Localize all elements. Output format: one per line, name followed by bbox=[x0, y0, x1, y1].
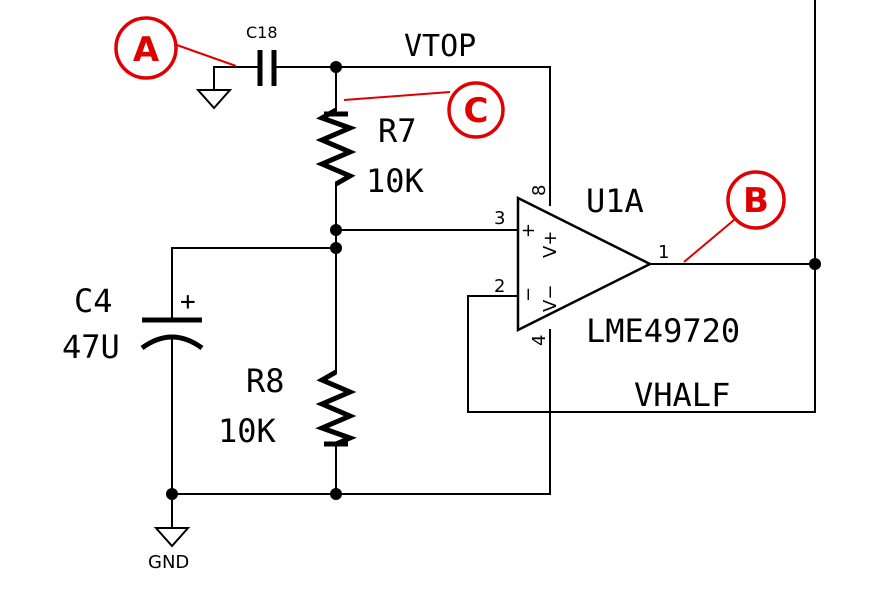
vhalf-label: VHALF bbox=[634, 376, 730, 414]
u1a-part-label: LME49720 bbox=[586, 312, 740, 350]
r7-ref-label: R7 bbox=[378, 112, 417, 150]
junction-gnd-mid bbox=[330, 488, 342, 500]
c18-label: C18 bbox=[246, 23, 278, 42]
u1a-ref-label: U1A bbox=[586, 182, 644, 220]
r7-resistor bbox=[315, 107, 357, 187]
r8-resistor bbox=[315, 369, 357, 447]
junction-output bbox=[809, 258, 821, 270]
marker-a-circle bbox=[114, 16, 178, 80]
r8-ref-label: R8 bbox=[246, 362, 285, 400]
opamp-triangle bbox=[516, 195, 653, 333]
marker-a-label: A bbox=[133, 30, 160, 70]
pin3-number: 3 bbox=[494, 208, 505, 229]
in-minus-symbol: − bbox=[518, 287, 539, 302]
junction-pin3 bbox=[330, 224, 342, 236]
marker-c-leader bbox=[343, 91, 451, 101]
ground-symbol-bottom bbox=[153, 527, 191, 548]
c4-value-label: 47U bbox=[62, 328, 120, 366]
marker-a-leader bbox=[173, 43, 237, 67]
marker-b-label: B bbox=[743, 181, 769, 221]
vneg-name: V− bbox=[540, 285, 561, 312]
vtop-label: VTOP bbox=[404, 29, 476, 64]
pin4-number: 4 bbox=[529, 335, 550, 346]
c4-plate-curved bbox=[140, 334, 204, 351]
marker-c-circle bbox=[447, 81, 505, 139]
pin8-number: 8 bbox=[529, 185, 550, 196]
junction-vtop bbox=[330, 61, 342, 73]
in-plus-symbol: + bbox=[518, 223, 539, 238]
marker-b-circle bbox=[726, 170, 786, 230]
marker-b-leader bbox=[683, 219, 735, 263]
marker-c-label: C bbox=[464, 91, 489, 131]
junction-gnd-left bbox=[166, 488, 178, 500]
c4-polarity-label: + bbox=[180, 287, 196, 317]
c4-ref-label: C4 bbox=[74, 282, 113, 320]
junction-c4 bbox=[330, 242, 342, 254]
pin1-number: 1 bbox=[658, 242, 669, 263]
vpos-name: V+ bbox=[540, 231, 561, 258]
r7-value-label: 10K bbox=[366, 162, 425, 200]
ground-symbol-top bbox=[195, 89, 233, 110]
gnd-label: GND bbox=[148, 552, 189, 573]
r8-value-label: 10K bbox=[218, 412, 277, 450]
pin2-number: 2 bbox=[494, 276, 505, 297]
